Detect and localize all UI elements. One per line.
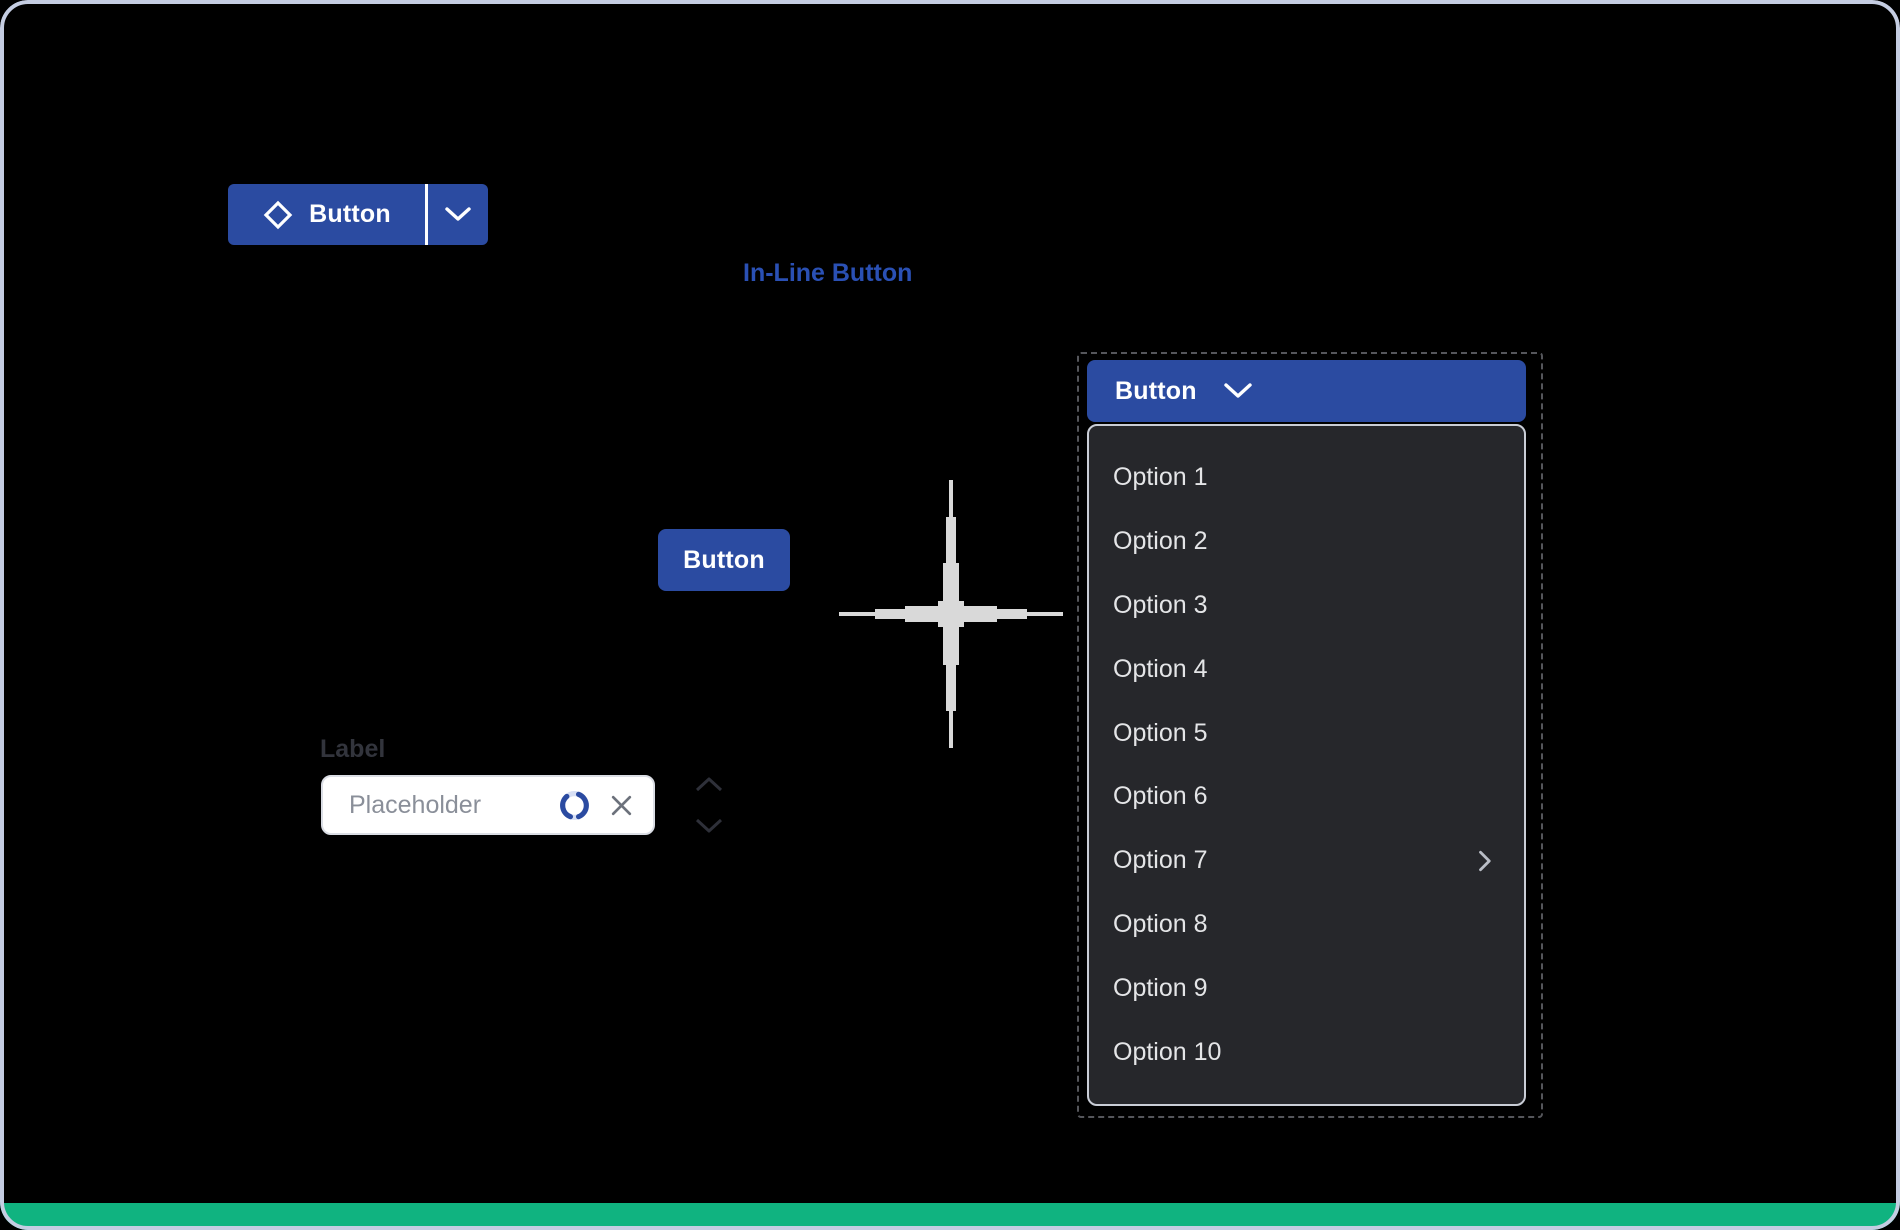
split-button-caret[interactable] [428,184,488,245]
text-input[interactable] [347,789,541,821]
menu-item-label: Option 2 [1113,527,1208,556]
split-button-label: Button [309,200,391,228]
menu-item[interactable]: Option 5 [1089,701,1524,765]
menu-item-label: Option 6 [1113,782,1208,811]
standalone-button[interactable]: Button [658,529,790,591]
split-button-main[interactable]: Button [228,184,425,245]
menu-item[interactable]: Option 9 [1089,956,1524,1020]
menu-item-label: Option 8 [1113,909,1208,938]
menu-item-label: Option 10 [1113,1037,1222,1066]
menu-item[interactable]: Option 2 [1089,510,1524,574]
menu-item[interactable]: Option 3 [1089,574,1524,638]
chevron-down-icon[interactable] [694,817,724,834]
split-button: Button [228,184,488,245]
standalone-button-label: Button [683,545,765,574]
menu-item[interactable]: Option 8 [1089,893,1524,957]
menu-item[interactable]: Option 6 [1089,765,1524,829]
bottom-green-bar [0,1203,1900,1230]
chevron-up-icon[interactable] [694,776,724,793]
chevron-down-icon [445,207,471,221]
menu-item[interactable]: Option 1 [1089,446,1524,510]
inline-button[interactable]: In-Line Button [743,259,913,287]
clear-icon[interactable] [608,792,635,819]
crosshair-cursor [839,480,1063,748]
menu-item-label: Option 4 [1113,654,1208,683]
chevron-right-icon [1479,850,1491,871]
menu-item-label: Option 7 [1113,846,1208,875]
menu-item[interactable]: Option 7 [1089,829,1524,893]
diamond-icon [263,200,293,229]
menu-item-label: Option 3 [1113,590,1208,619]
menu-item-label: Option 1 [1113,463,1208,492]
menu-item-label: Option 5 [1113,718,1208,747]
menu-item[interactable]: Option 4 [1089,637,1524,701]
loading-spinner-icon [560,790,589,820]
text-field-label: Label [320,735,386,763]
dropdown-button[interactable]: Button [1087,360,1526,422]
menu-item-label: Option 9 [1113,973,1208,1002]
dropdown-button-label: Button [1115,376,1197,405]
stepper [692,776,726,834]
dropdown-selection-outline [1077,352,1543,1118]
chevron-down-icon [1224,383,1252,398]
dropdown-menu: Option 1 Option 2 Option 3 Option 4 Opti… [1087,424,1526,1106]
text-field [321,775,655,835]
menu-item[interactable]: Option 10 [1089,1020,1524,1084]
split-button-divider [425,184,428,245]
